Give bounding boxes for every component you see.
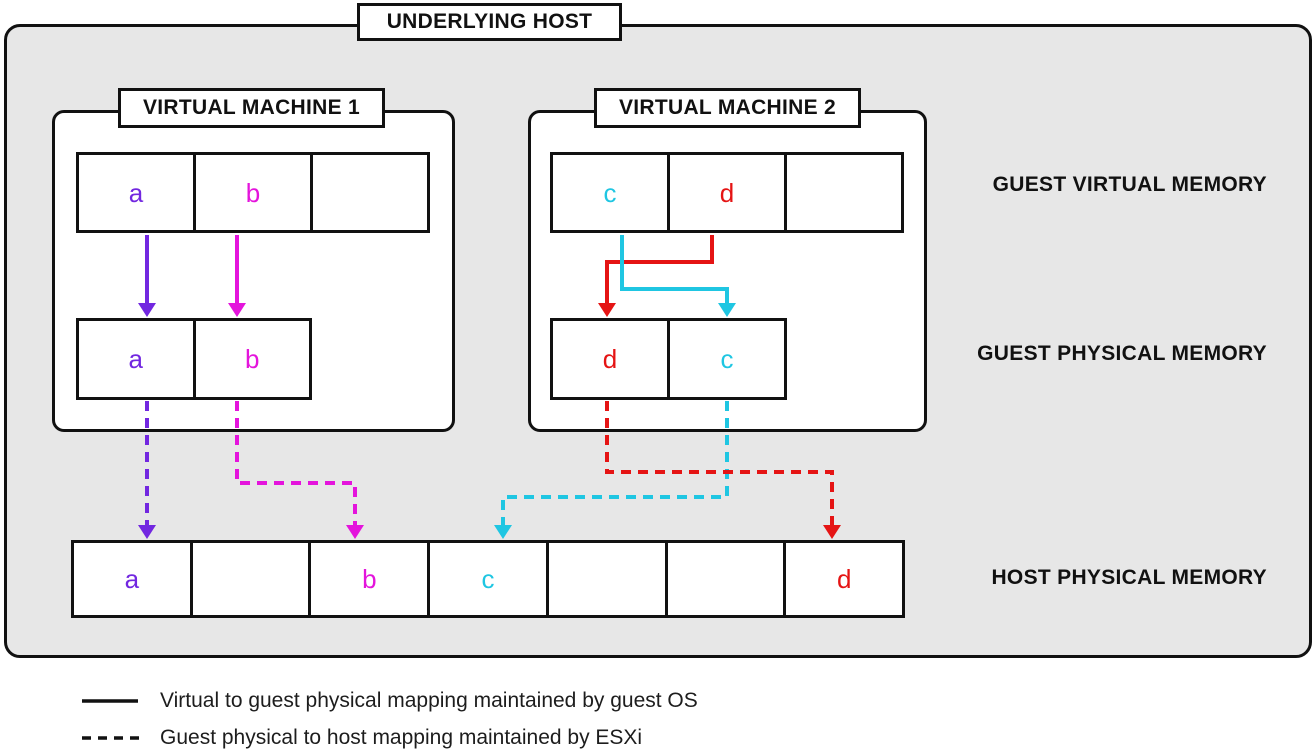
virtual-machine-2-title: VIRTUAL MACHINE 2: [594, 88, 861, 128]
vm2-guest-virtual-memory-row: c d: [550, 152, 904, 233]
memory-cell-a: a: [128, 344, 143, 374]
guest-virtual-memory-label: GUEST VIRTUAL MEMORY: [992, 173, 1267, 196]
memory-cell-c: c: [603, 177, 617, 208]
memory-cell-b: b: [193, 155, 310, 230]
memory-cell-b: b: [192, 321, 310, 397]
vm2-guest-physical-memory-row: d c: [550, 318, 787, 400]
virtual-machine-1-title: VIRTUAL MACHINE 1: [118, 88, 385, 128]
legend-row-solid: Virtual to guest physical mapping mainta…: [82, 682, 698, 719]
memory-cell-c: c: [427, 543, 546, 615]
memory-cell-empty: [784, 155, 901, 230]
legend-label-solid: Virtual to guest physical mapping mainta…: [160, 688, 698, 712]
solid-line-swatch-icon: [82, 698, 138, 703]
legend: Virtual to guest physical mapping mainta…: [82, 682, 698, 754]
legend-label-dashed: Guest physical to host mapping maintaine…: [160, 725, 643, 749]
memory-cell-c: c: [667, 321, 784, 397]
dashed-line-swatch-icon: [82, 735, 140, 740]
host-physical-memory-label: HOST PHYSICAL MEMORY: [991, 566, 1267, 589]
memory-cell-empty: [310, 155, 427, 230]
vm1-guest-physical-memory-row: a b: [76, 318, 312, 400]
legend-row-dashed: Guest physical to host mapping maintaine…: [82, 719, 698, 754]
memory-cell-a: a: [128, 177, 144, 208]
vm1-guest-virtual-memory-row: a b: [76, 152, 430, 233]
underlying-host-title: UNDERLYING HOST: [357, 3, 622, 41]
memory-cell-d: d: [783, 543, 902, 615]
guest-physical-memory-label: GUEST PHYSICAL MEMORY: [977, 342, 1267, 365]
memory-cell-empty: [189, 543, 309, 615]
memory-cell-empty: [664, 543, 784, 615]
memory-cell-d: d: [602, 344, 618, 374]
memory-cell-d: d: [667, 155, 784, 230]
memory-cell-empty: [545, 543, 665, 615]
host-physical-memory-row: a b c d: [71, 540, 905, 618]
memory-cell-a: a: [124, 564, 140, 594]
memory-cell-b: b: [308, 543, 427, 615]
